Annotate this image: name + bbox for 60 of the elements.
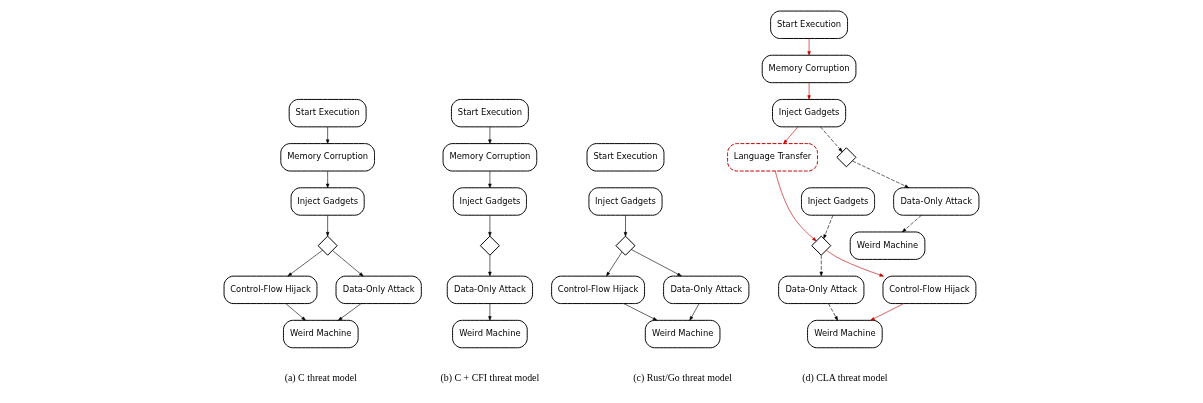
arrow bbox=[623, 303, 658, 321]
arrow bbox=[852, 160, 910, 188]
arrow bbox=[332, 250, 364, 277]
label: (d) CLA threat model bbox=[802, 371, 888, 383]
arrow bbox=[819, 254, 823, 277]
node-box: Inject Gadgets bbox=[290, 187, 365, 216]
arrow bbox=[631, 249, 682, 277]
node-box: Weird Machine bbox=[452, 319, 528, 349]
arrow bbox=[326, 170, 330, 189]
node-box: Inject Gadgets bbox=[452, 187, 527, 216]
node-box: Memory Corruption bbox=[280, 143, 375, 172]
node-box: Data-Only Attack bbox=[446, 275, 534, 305]
node-box: Control-Flow Hijack bbox=[882, 275, 977, 305]
arrow bbox=[606, 251, 623, 277]
arrow bbox=[689, 303, 700, 321]
node-box: Control-Flow Hijack bbox=[551, 275, 646, 305]
arrow bbox=[326, 126, 330, 144]
arrow bbox=[488, 126, 492, 144]
arrow bbox=[488, 254, 492, 277]
node-box: Data-Only Attack bbox=[335, 275, 422, 305]
arrow bbox=[870, 303, 904, 321]
node-box: Data-Only Attack bbox=[893, 187, 980, 216]
arrow bbox=[326, 215, 330, 237]
label: (b) C + CFI threat model bbox=[440, 371, 540, 383]
arrow bbox=[828, 303, 838, 321]
node-box: Start Execution bbox=[586, 143, 665, 172]
node-box: Language Transfer bbox=[727, 143, 818, 172]
node-box: Inject Gadgets bbox=[800, 187, 876, 216]
arrow bbox=[807, 38, 811, 56]
node-box: Weird Machine bbox=[282, 319, 359, 349]
node-box: Inject Gadgets bbox=[588, 187, 663, 216]
node-box: Memory Corruption bbox=[442, 143, 538, 172]
node-box: Start Execution bbox=[450, 98, 529, 128]
node-box: Start Execution bbox=[288, 98, 367, 128]
arrow bbox=[488, 215, 492, 237]
node-box: Data-Only Attack bbox=[663, 275, 750, 305]
arrow bbox=[823, 215, 834, 239]
node-diamond bbox=[479, 235, 500, 256]
arrow bbox=[488, 303, 492, 321]
arrow bbox=[820, 126, 843, 153]
arrow bbox=[774, 170, 817, 242]
arrow bbox=[623, 215, 628, 237]
arrow bbox=[285, 303, 306, 321]
node-box: Inject Gadgets bbox=[772, 98, 847, 128]
node-box: Start Execution bbox=[770, 10, 849, 39]
arrow bbox=[287, 249, 323, 277]
arrow bbox=[807, 82, 811, 100]
node-box: Control-Flow Hijack bbox=[223, 275, 318, 305]
label: (a) C threat model bbox=[284, 371, 357, 383]
arrow bbox=[488, 170, 492, 189]
node-diamond bbox=[317, 235, 338, 256]
node-diamond bbox=[615, 235, 636, 256]
node-box: Weird Machine bbox=[849, 231, 926, 260]
arrow bbox=[825, 249, 884, 277]
arrow bbox=[338, 303, 362, 321]
node-box: Data-Only Attack bbox=[778, 275, 865, 305]
arrow bbox=[783, 126, 799, 144]
node-box: Memory Corruption bbox=[761, 54, 857, 84]
arrow bbox=[902, 215, 922, 233]
label: (c) Rust/Go threat model bbox=[633, 371, 732, 383]
